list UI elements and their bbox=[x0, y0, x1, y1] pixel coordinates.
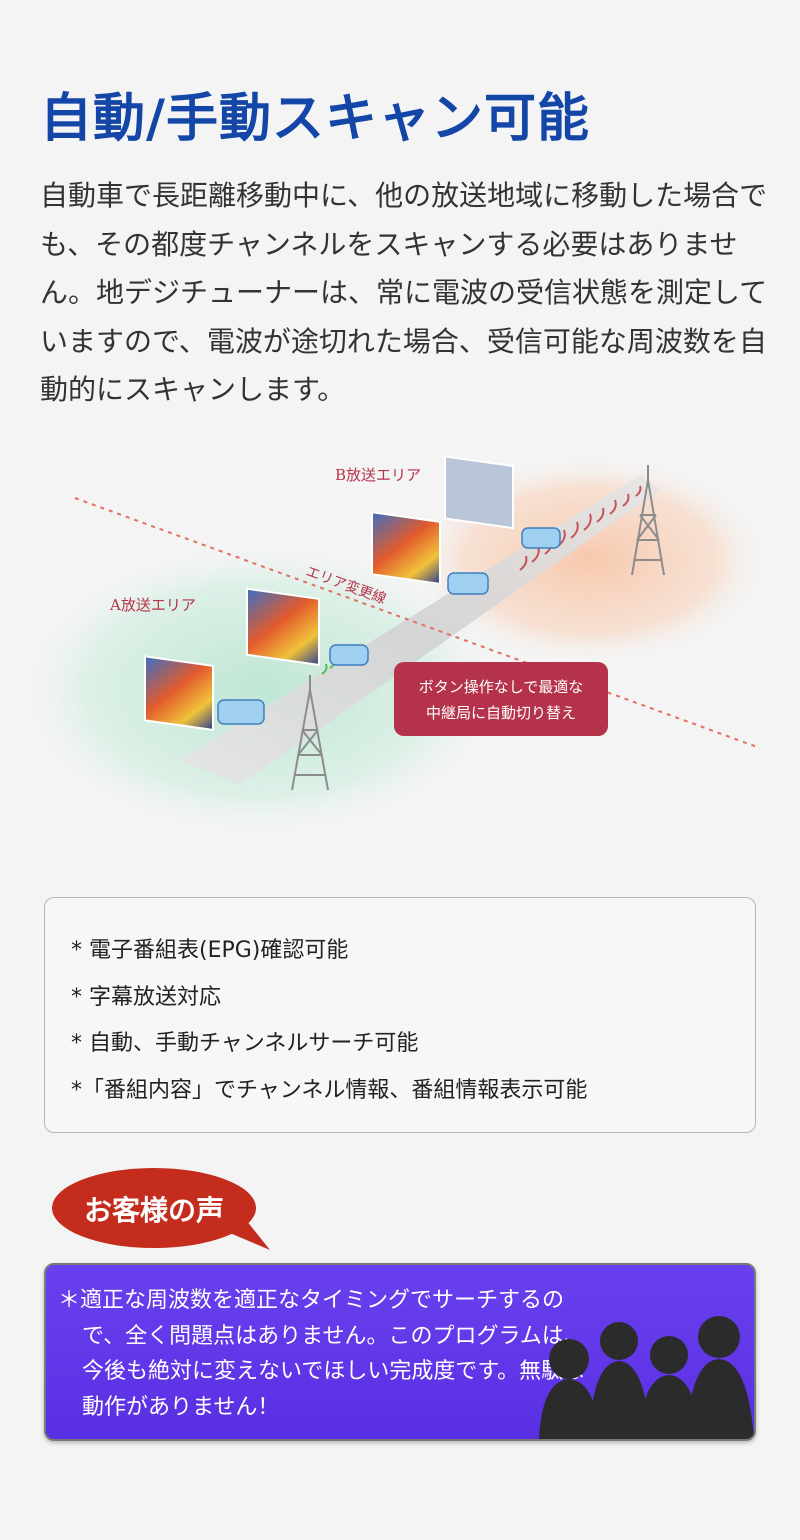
feature-list: * 電子番組表(EPG)確認可能 * 字幕放送対応 * 自動、手動チャンネルサー… bbox=[71, 928, 755, 1114]
feature-item: *「番組内容」でチャンネル情報、番組情報表示可能 bbox=[71, 1077, 588, 1103]
customer-voice-label: お客様の声 bbox=[84, 1194, 224, 1227]
tv-screen-images bbox=[144, 455, 514, 732]
road bbox=[180, 475, 660, 785]
callout-line1: ボタン操作なしで最適な bbox=[419, 678, 584, 696]
area-b-label: B放送エリア bbox=[335, 466, 421, 484]
intro-paragraph: 自動車で長距離移動中に、他の放送地域に移動した場合でも、その都度チャンネルをスキ… bbox=[40, 179, 768, 406]
feature-list-box: * 電子番組表(EPG)確認可能 * 字幕放送対応 * 自動、手動チャンネルサー… bbox=[44, 897, 756, 1133]
car-icons bbox=[217, 527, 561, 725]
broadcast-area-diagram: エリア変更線 A放送エリア B放送エリア ボタン操作なしで最適な bbox=[15, 455, 770, 840]
feature-item: * 電子番組表(EPG)確認可能 bbox=[71, 938, 349, 963]
feature-item: * 字幕放送対応 bbox=[71, 984, 221, 1010]
tower-a-icon bbox=[291, 675, 329, 791]
callout-line2: 中継局に自動切り替え bbox=[426, 704, 576, 722]
customer-review-panel: ＊適正な周波数を適正なタイミングでサーチするので、全く問題点はありません。このプ… bbox=[44, 1263, 756, 1441]
people-silhouette-icon bbox=[539, 1316, 754, 1439]
tower-b-icon bbox=[631, 465, 665, 576]
customer-voice-badge: お客様の声 bbox=[52, 1168, 270, 1250]
feature-item: * 自動、手動チャンネルサーチ可能 bbox=[71, 1031, 419, 1056]
review-text: ＊適正な周波数を適正なタイミングでサーチするので、全く問題点はありません。このプ… bbox=[58, 1288, 586, 1420]
area-a-label: A放送エリア bbox=[109, 596, 196, 614]
page-title: 自動/手動スキャン可能 bbox=[40, 89, 590, 149]
callout-bubble: ボタン操作なしで最適な 中継局に自動切り替え bbox=[394, 662, 608, 736]
area-a-zone bbox=[15, 540, 505, 840]
